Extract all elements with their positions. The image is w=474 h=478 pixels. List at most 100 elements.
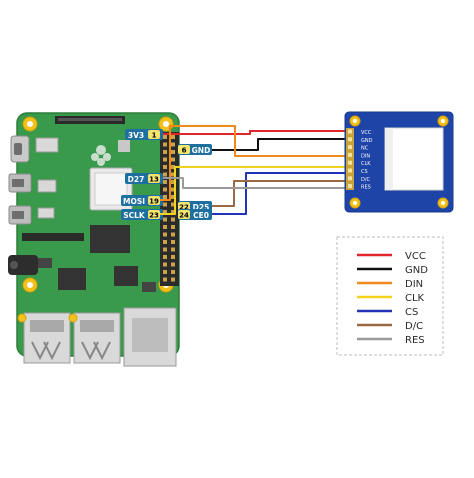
pin-label-text: D27 [128,175,145,184]
display-pin [348,137,352,142]
pin-number-text: 6 [182,147,187,155]
gpio-pin [163,247,167,252]
gpio-pin [163,150,167,154]
display-pin-header [346,128,354,190]
display-pin [348,168,352,173]
gpio-pin [163,157,167,162]
gpio-pin [171,240,175,244]
gpio-pin [163,210,167,214]
display-pin-label: VCC [361,130,372,136]
gpio-pin [163,277,167,282]
gpio-pin [171,142,175,147]
gpio-pin [163,240,167,244]
gpio-pin [171,172,175,177]
gpio-pin [163,217,167,222]
display-pin-label: CS [361,169,368,175]
oled-screen [384,127,444,191]
gpio-pin [171,150,175,154]
pin-number-text: 23 [149,212,159,220]
gpio-pin [171,232,175,237]
pin-label-text: SCLK [123,211,146,220]
legend-label: CLK [405,293,425,304]
display-pin [348,129,352,134]
legend-label: DIN [405,279,423,290]
pin-number-text: 13 [149,176,159,184]
pin-label-text: CE0 [193,211,209,220]
gpio-pin [163,142,167,147]
usb-controller-chip [58,268,86,290]
wire-res [163,177,345,189]
pin-label-d27: D27 13 [125,173,163,184]
gpio-pin [171,217,175,222]
gpio-pin [171,157,175,162]
gpio-pin [163,202,167,207]
display-pin [348,145,352,150]
wire-vcc [163,130,345,135]
display-pin-label: NC [361,146,369,152]
wire-gnd [212,138,345,151]
display-pin-label: D/C [361,177,371,183]
gpio-pin [171,195,175,199]
legend-label: RES [405,335,425,346]
gpio-pin [163,232,167,237]
gpio-pin [163,135,167,139]
gpio-pin [171,270,175,274]
raspberry-pi-board: 3V3 1 6 GND D27 13 MOSI 19 SCLK 23 [8,112,212,367]
gpio-pin [171,135,175,139]
raspberry-logo-icon [91,145,111,166]
wire-cs [212,172,345,215]
display-pin-label: CLK [361,161,371,167]
gpio-pin [171,262,175,267]
gpio-pin [163,195,167,199]
wires [160,125,345,215]
pin-label-3v3: 3V3 1 [125,129,163,140]
gpio-pin [171,165,175,169]
ram-chip [90,225,130,253]
gpio-pin [171,210,175,214]
wire-clk [160,166,345,215]
display-pin-label: GND [361,138,373,144]
display-pin-label: RES [361,185,371,191]
display-pin [348,184,352,189]
legend-label: VCC [405,251,426,262]
legend-label: CS [405,307,418,318]
pin-label-gnd: 6 GND [178,144,212,155]
display-pin [348,160,352,165]
gpio-pin [163,180,167,184]
wire-legend: VCC GND DIN CLK CS D/C RES [336,236,444,356]
gpio-pin [171,202,175,207]
pin-label-text: 3V3 [128,131,144,140]
gpio-pin [171,277,175,282]
gpio-pin [163,225,167,229]
pin-number-text: 22 [179,204,189,212]
pin-label-mosi: MOSI 19 [121,195,163,206]
pin-number-text: 1 [152,132,157,140]
display-pin-label: DIN [361,153,370,159]
display-pin [348,152,352,157]
gpio-pin [171,225,175,229]
wire-din [160,125,345,201]
legend-label: GND [405,265,428,276]
gpio-pin [171,180,175,184]
gpio-pin [163,270,167,274]
pin-number-text: 24 [179,212,189,220]
gpio-pin [163,255,167,259]
gpio-pin [163,165,167,169]
pin-label-ce0: 24 CE0 [178,209,212,220]
pin-number-text: 19 [149,198,159,206]
gpio-pin [163,187,167,192]
wire-dc [212,180,345,207]
gpio-pin [163,172,167,177]
gpio-pin [171,187,175,192]
display-pin [348,176,352,181]
gpio-pin [171,247,175,252]
legend-label: D/C [405,321,423,332]
audio-jack [8,255,38,275]
gpio-pin [163,262,167,267]
camera-connector [22,233,84,241]
gpio-pin [171,255,175,259]
pin-label-text: D25 [193,203,210,212]
